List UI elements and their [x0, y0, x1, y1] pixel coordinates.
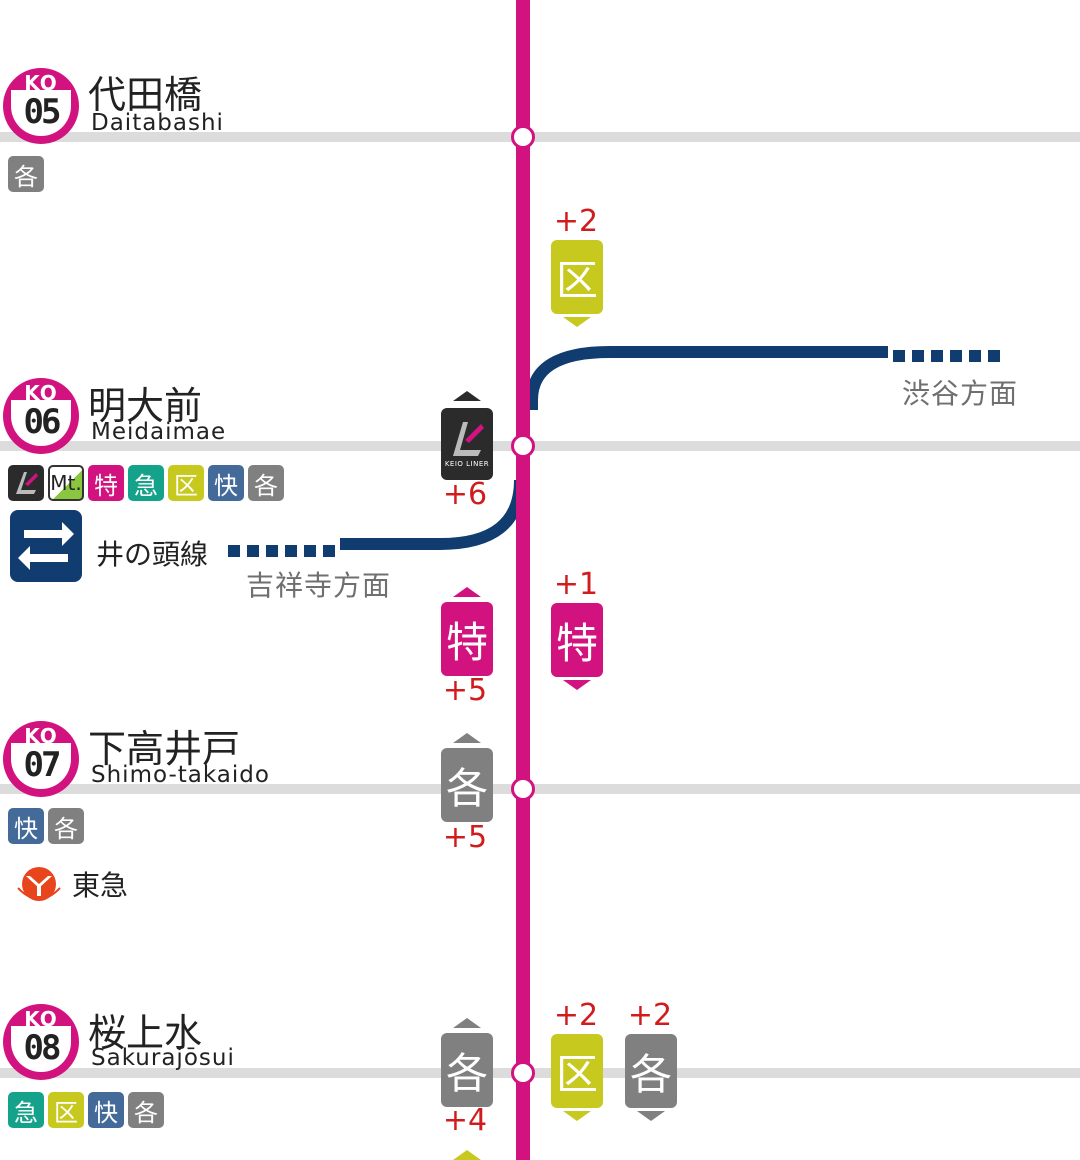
service-rapid: 快 [208, 465, 244, 501]
direction-down-icon [563, 1111, 591, 1121]
train-delay: +2 [553, 998, 599, 1033]
direction-up-icon [453, 391, 481, 401]
train-marker-semi-express[interactable]: 区 [551, 1034, 603, 1108]
badge-code-prefix: KO [24, 71, 58, 95]
station-line-daitabashi [0, 132, 1080, 142]
shibuya-direction-label: 渋谷方面 [902, 377, 1019, 410]
station-name-jp: 桜上水 [88, 1011, 203, 1055]
station-name-en: Daitabashi [91, 110, 224, 136]
direction-up-icon [453, 587, 481, 597]
direction-up-icon [453, 1150, 481, 1160]
station-line-sakurajosui [0, 1068, 1080, 1078]
inokashira-line-label[interactable]: 井の頭線 [96, 538, 209, 571]
direction-up-icon [453, 733, 481, 743]
train-delay: +4 [442, 1103, 488, 1138]
direction-down-icon [563, 317, 591, 327]
train-marker-limited-express[interactable]: 特 [441, 602, 493, 676]
service-list: 急 区 快 各 [8, 1092, 164, 1128]
station-name-en: Sakurajōsui [91, 1045, 235, 1071]
keio-liner-icon [16, 472, 38, 494]
direction-down-icon [637, 1111, 665, 1121]
station-number-badge: KO 07 [3, 721, 79, 797]
station-line-meidaimae [0, 441, 1080, 451]
station-number-badge: KO 06 [3, 378, 79, 454]
direction-down-icon [563, 680, 591, 690]
service-local: 各 [128, 1092, 164, 1128]
tokyu-label[interactable]: 東急 [72, 869, 129, 902]
tokyu-logo-icon[interactable] [12, 858, 66, 904]
train-marker-keio-liner[interactable]: KEIO LINER [441, 408, 493, 480]
service-local: 各 [248, 465, 284, 501]
service-rapid: 快 [88, 1092, 124, 1128]
service-keio-liner [8, 465, 44, 501]
stop-sakurajosui[interactable] [511, 1061, 535, 1085]
service-rapid: 快 [8, 808, 44, 844]
train-marker-semi-express[interactable]: 区 [551, 240, 603, 314]
train-delay: +5 [442, 820, 488, 855]
badge-number: 08 [23, 1028, 62, 1068]
service-list: 各 [8, 156, 44, 192]
station-line-shimo-takaido [0, 784, 1080, 794]
train-delay: +2 [553, 204, 599, 239]
keio-liner-label: KEIO LINER [444, 460, 490, 468]
service-express: 急 [128, 465, 164, 501]
badge-number: 07 [23, 745, 62, 785]
service-express: 急 [8, 1092, 44, 1128]
kichijoji-direction-label: 吉祥寺方面 [246, 569, 392, 602]
service-mt-takao: Mt. [48, 465, 84, 501]
badge-number: 06 [23, 402, 62, 442]
badge-code-prefix: KO [24, 1007, 58, 1031]
station-number-badge: KO 08 [3, 1004, 79, 1080]
train-marker-local[interactable]: 各 [625, 1034, 677, 1108]
service-list: Mt. 特 急 区 快 各 [8, 465, 284, 501]
station-name-jp: 明大前 [88, 384, 203, 428]
badge-number: 05 [23, 92, 62, 132]
direction-up-icon [453, 1018, 481, 1028]
stop-daitabashi[interactable] [511, 125, 535, 149]
train-delay: +5 [442, 673, 488, 708]
service-semi-express: 区 [48, 1092, 84, 1128]
keio-main-line [516, 0, 530, 1160]
train-marker-local[interactable]: 各 [441, 748, 493, 822]
badge-code-prefix: KO [24, 381, 58, 405]
train-delay: +6 [442, 477, 488, 512]
stop-meidaimae[interactable] [511, 434, 535, 458]
stop-shimo-takaido[interactable] [511, 777, 535, 801]
service-local: 各 [8, 156, 44, 192]
transfer-arrows-icon[interactable] [10, 510, 82, 582]
service-limited-express: 特 [88, 465, 124, 501]
train-marker-local[interactable]: 各 [441, 1033, 493, 1107]
service-semi-express: 区 [168, 465, 204, 501]
station-name-jp: 下高井戸 [88, 727, 241, 771]
train-delay: +2 [627, 998, 673, 1033]
train-delay: +1 [553, 567, 599, 602]
badge-code-prefix: KO [24, 724, 58, 748]
service-list: 快 各 [8, 808, 84, 844]
station-number-badge: KO 05 [3, 68, 79, 144]
service-local: 各 [48, 808, 84, 844]
keio-liner-icon [453, 422, 484, 456]
station-name-jp: 代田橋 [88, 73, 203, 117]
station-name-en: Meidaimae [91, 419, 227, 445]
station-name-en: Shimo-takaido [91, 762, 270, 788]
train-marker-limited-express[interactable]: 特 [551, 603, 603, 677]
